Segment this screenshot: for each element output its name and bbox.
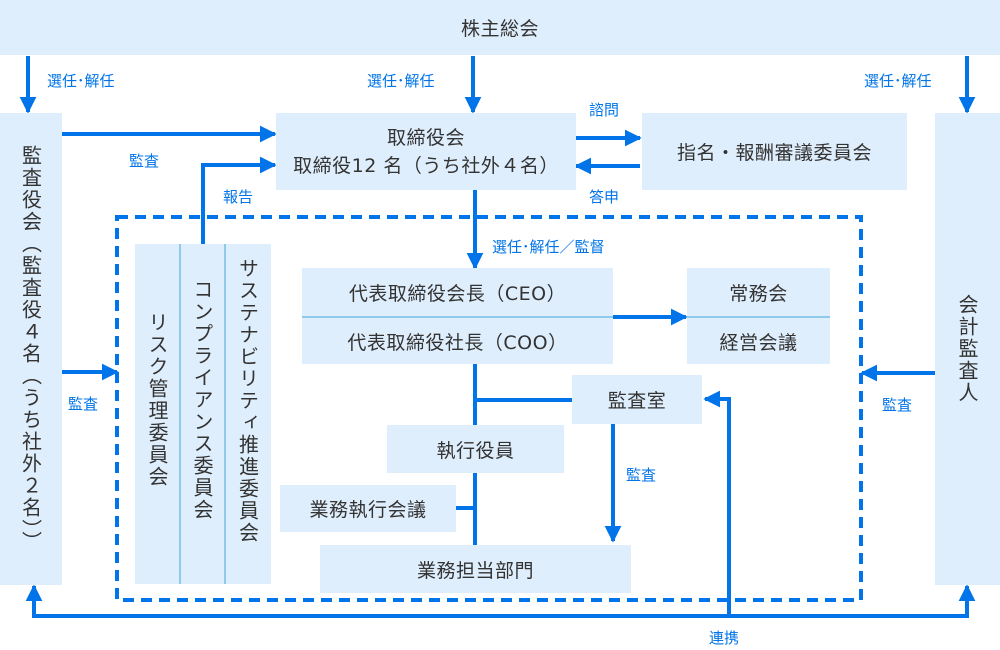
arrow-cooperation-to-accounting-auditor [729,584,976,618]
label-elect-dismiss-right: 選任･解任 [864,72,932,90]
ceo-box: 代表取締役会長（CEO） [302,268,613,316]
label-elect-dismiss-center: 選任･解任 [367,72,435,90]
accounting-auditor-label: 会計監査人 [955,294,979,404]
arrow-cooperation-to-audit-board [25,584,729,618]
executive-management-divider [687,316,830,318]
coo-label: 代表取締役社長（COO） [347,331,568,354]
management-meeting-label: 経営会議 [719,331,798,354]
sustainability-committee-label: サステナビリティ推進委員会 [235,258,260,544]
business-execution-meeting-box: 業務執行会議 [280,485,456,532]
executive-committee-label: 常務会 [729,282,788,305]
audit-board-box: 監査役会（監査役４名（うち社外２名）） [0,113,62,585]
label-audit-office: 監査 [626,466,657,484]
label-consult: 諮問 [589,101,620,119]
executive-committee-box: 常務会 [687,268,830,316]
arrow-cooperation-to-audit-office [703,390,731,616]
accounting-auditor-box: 会計監査人 [935,113,1000,585]
audit-board-label: 監査役会（監査役４名（うち社外２名）） [18,145,43,553]
audit-office-box: 監査室 [572,375,702,424]
risk-committee-label: リスク管理委員会 [145,312,169,488]
shareholders-meeting-box: 株主総会 [0,0,1000,55]
compliance-committee: コンプライアンス委員会 [180,244,225,584]
committees-divider-2 [224,244,226,584]
board-title: 取締役会 [386,126,465,149]
shareholders-meeting-label: 株主総会 [460,18,539,40]
nomination-committee-label: 指名・報酬審議委員会 [676,142,872,164]
risk-committee: リスク管理委員会 [135,244,180,584]
label-audit-left: 監査 [68,395,99,413]
audit-office-label: 監査室 [607,390,667,412]
arrow-committees-report-to-board [201,156,277,244]
business-departments-box: 業務担当部門 [320,545,631,593]
board-subtitle: 取締役12 名（うち社外４名） [293,154,559,177]
nomination-committee-box: 指名・報酬審議委員会 [642,113,907,190]
ceo-label: 代表取締役会長（CEO） [348,282,567,305]
label-respond: 答申 [589,188,620,206]
committees-box: リスク管理委員会 コンプライアンス委員会 サステナビリティ推進委員会 [135,244,271,584]
business-execution-meeting-label: 業務執行会議 [309,499,427,521]
executive-officers-label: 執行役員 [436,439,515,462]
coo-box: 代表取締役社長（COO） [302,318,613,364]
ceo-coo-divider [302,316,613,318]
compliance-committee-label: コンプライアンス委員会 [190,279,214,521]
board-box: 取締役会 取締役12 名（うち社外４名） [276,113,576,190]
management-meeting-box: 経営会議 [687,318,830,364]
label-audit-right: 監査 [882,396,913,414]
execution-boundary [115,215,863,602]
label-report: 報告 [223,188,254,206]
committees-divider-1 [179,244,181,584]
label-cooperation: 連携 [709,629,740,647]
label-audit-board-to-board: 監査 [129,152,160,170]
sustainability-committee: サステナビリティ推進委員会 [225,244,271,584]
business-departments-label: 業務担当部門 [416,559,534,582]
executive-officers-box: 執行役員 [387,425,564,473]
label-elect-dismiss-left: 選任･解任 [47,72,115,90]
label-elect-dismiss-supervise: 選任･解任／監督 [492,238,605,256]
